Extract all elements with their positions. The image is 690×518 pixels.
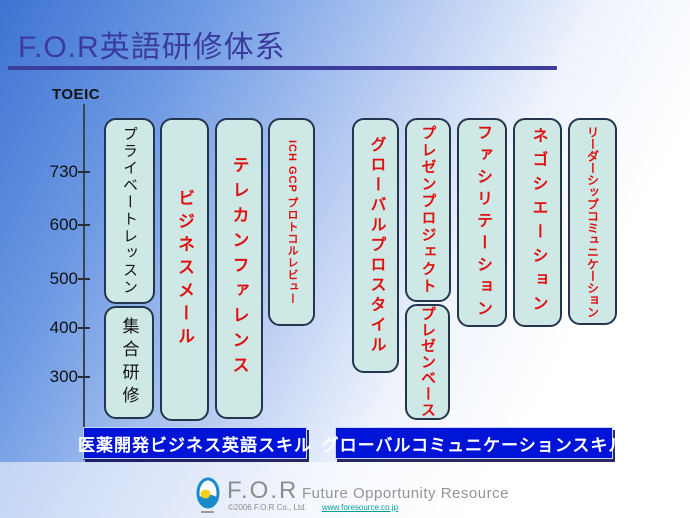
y-axis-tick [78, 376, 90, 378]
logo-dash [201, 511, 214, 513]
for-egg-logo-icon [196, 477, 220, 516]
y-tick-label-300: 300 [49, 367, 78, 386]
footer-url-link[interactable]: www.foresource.co.jp [322, 503, 399, 512]
title-underline [8, 66, 557, 70]
course-box-facilitation: ファシリテーション [457, 118, 507, 327]
y-tick-label-500: 500 [49, 269, 78, 288]
y-axis-tick [78, 171, 90, 173]
course-box-global-pro-style: グローバルプロスタイル [352, 118, 399, 373]
category-banner-global-communication: グローバルコミュニケーションスキル [322, 427, 625, 459]
course-box-leadership-communication: リーダーシップコミュニケーション [568, 118, 617, 325]
course-box-teleconference: テレカンファレンス [215, 118, 263, 419]
y-tick-label-400: 400 [49, 318, 78, 337]
y-tick-label-730: 730 [49, 162, 78, 181]
y-axis-title: TOEIC [52, 86, 101, 103]
course-box-presen-project: プレゼンプロジェクト [405, 118, 451, 302]
course-box-negotiation: ネゴシエーション [513, 118, 562, 327]
course-box-private-lesson: プライベートレッスン [104, 118, 155, 304]
footer-copyright: ©2006 F.O.R Co., Ltd. [228, 503, 307, 512]
category-banner-pharma-business-english: 医薬開発ビジネス英語スキル [78, 427, 311, 459]
y-axis-tick [78, 278, 90, 280]
y-axis-tick [78, 327, 90, 329]
y-axis-tick [78, 224, 90, 226]
course-box-business-email: ビジネスメール [160, 118, 209, 421]
y-axis-line [83, 104, 85, 460]
footer-brand: F.O.R [227, 477, 299, 504]
y-tick-label-600: 600 [49, 215, 78, 234]
course-box-presen-base: プレゼンベース [405, 304, 450, 420]
course-box-ich-gcp-protocol-review: ICH GCP プロトコルレビュー [268, 118, 315, 326]
footer-tagline: Future Opportunity Resource [302, 485, 509, 502]
page-title: F.O.R英語研修体系 [18, 31, 286, 64]
footer [0, 462, 690, 518]
course-box-group-training: 集合研修 [104, 306, 154, 419]
